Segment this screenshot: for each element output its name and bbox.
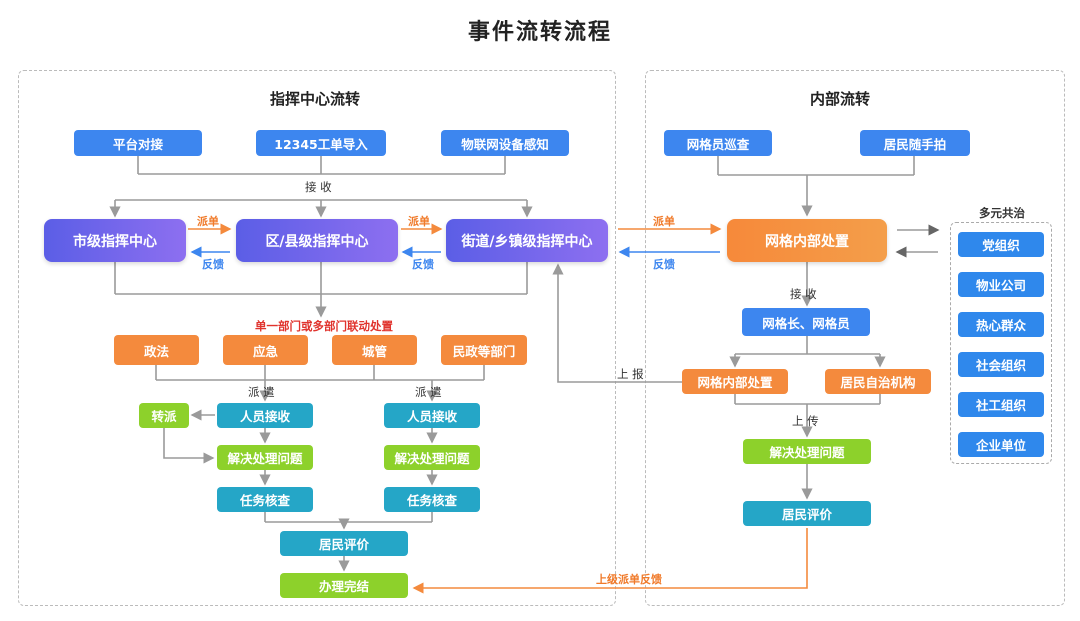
page-title: 事件流转流程 bbox=[467, 20, 612, 45]
co-governance-title: 多元共治 bbox=[979, 206, 1025, 220]
coop-social-work-org: 社工组织 bbox=[958, 392, 1044, 417]
feedback-label-3: 反馈 bbox=[653, 258, 675, 271]
transfer-box: 转派 bbox=[139, 403, 189, 428]
grid-internal-split: 网格内部处置 bbox=[682, 369, 788, 394]
internal-flow-panel bbox=[645, 70, 1065, 606]
feedback-label-1: 反馈 bbox=[202, 258, 224, 271]
upload-label: 上 传 bbox=[792, 414, 819, 428]
task-check-a: 任务核查 bbox=[217, 487, 313, 512]
resident-autonomy: 居民自治机构 bbox=[825, 369, 931, 394]
solve-problem-a: 解决处理问题 bbox=[217, 445, 313, 470]
grid-internal-handling: 网格内部处置 bbox=[727, 219, 887, 262]
district-command-center: 区/县级指挥中心 bbox=[236, 219, 398, 262]
source-resident-snapshot: 居民随手拍 bbox=[860, 130, 970, 156]
source-iot-sensing: 物联网设备感知 bbox=[441, 130, 569, 156]
coop-property-company: 物业公司 bbox=[958, 272, 1044, 297]
dispatch-label-b: 派 遣 bbox=[415, 385, 442, 399]
command-center-title: 指挥中心流转 bbox=[269, 90, 360, 108]
coop-party-org: 党组织 bbox=[958, 232, 1044, 257]
task-check-b: 任务核查 bbox=[384, 487, 480, 512]
solve-problem-b: 解决处理问题 bbox=[384, 445, 480, 470]
city-command-center: 市级指挥中心 bbox=[44, 219, 186, 262]
report-label: 上 报 bbox=[617, 367, 644, 381]
staff-receive-a: 人员接收 bbox=[217, 403, 313, 428]
internal-flow-title: 内部流转 bbox=[809, 90, 870, 108]
dept-emergency: 应急 bbox=[223, 335, 308, 365]
source-grid-patrol: 网格员巡查 bbox=[664, 130, 772, 156]
source-platform-integration: 平台对接 bbox=[74, 130, 202, 156]
feedback-label-2: 反馈 bbox=[412, 258, 434, 271]
source-12345-import: 12345工单导入 bbox=[256, 130, 386, 156]
coop-enterprise: 企业单位 bbox=[958, 432, 1044, 457]
dispatch-label-3: 派单 bbox=[653, 215, 675, 228]
coop-volunteers: 热心群众 bbox=[958, 312, 1044, 337]
coop-social-org: 社会组织 bbox=[958, 352, 1044, 377]
resident-evaluation-right: 居民评价 bbox=[743, 501, 871, 526]
dept-civil-affairs: 民政等部门 bbox=[441, 335, 527, 365]
grid-staff: 网格长、网格员 bbox=[742, 308, 870, 336]
solve-problem-right: 解决处理问题 bbox=[743, 439, 871, 464]
command-center-panel bbox=[18, 70, 616, 606]
dispatch-label-2: 派单 bbox=[408, 215, 430, 228]
dept-politics-law: 政法 bbox=[114, 335, 199, 365]
linkage-label: 单一部门或多部门联动处置 bbox=[255, 319, 393, 333]
receive-label-right: 接 收 bbox=[790, 287, 817, 301]
receive-label: 接 收 bbox=[305, 180, 332, 194]
co-governance-panel bbox=[950, 222, 1052, 464]
staff-receive-b: 人员接收 bbox=[384, 403, 480, 428]
resident-evaluation-left: 居民评价 bbox=[280, 531, 408, 556]
dispatch-label-1: 派单 bbox=[197, 215, 219, 228]
dispatch-label-a: 派 遣 bbox=[248, 385, 275, 399]
dept-urban-management: 城管 bbox=[332, 335, 417, 365]
case-completed: 办理完结 bbox=[280, 573, 408, 598]
street-command-center: 街道/乡镇级指挥中心 bbox=[446, 219, 608, 262]
superior-feedback-label: 上级派单反馈 bbox=[596, 573, 662, 586]
